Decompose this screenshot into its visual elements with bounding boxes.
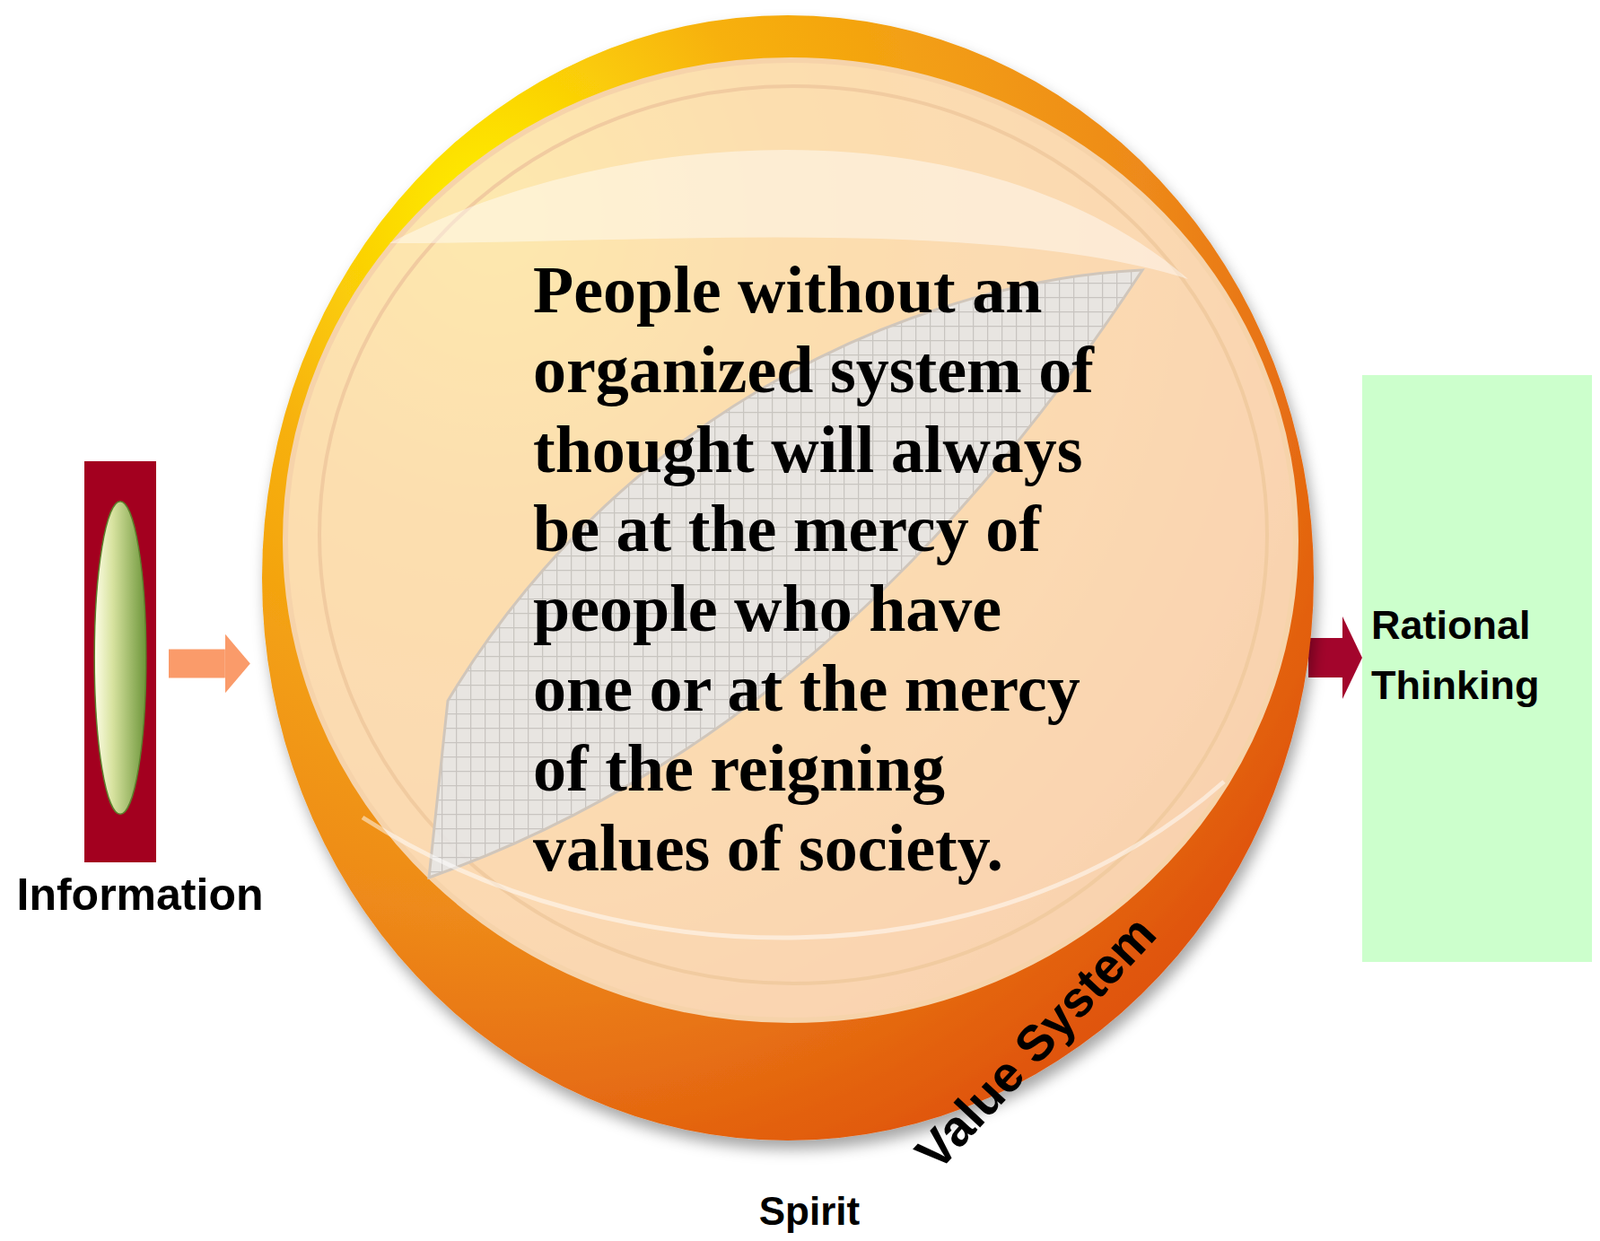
text-holder: Spirit <box>759 1191 860 1232</box>
information-source: Information <box>84 461 157 863</box>
output-panel <box>1362 375 1592 962</box>
value-sphere: People without an organized system of th… <box>254 9 1321 1154</box>
orange-sphere <box>262 15 1314 1141</box>
source-label: Information <box>17 869 264 922</box>
source-pill <box>94 501 147 815</box>
output-box: Rational Thinking <box>1362 375 1592 962</box>
flow-arrow <box>168 649 226 679</box>
flow-arrow <box>1308 638 1343 678</box>
source-panel <box>84 461 157 863</box>
inner-disc <box>285 60 1296 1021</box>
output-label: Rational Thinking <box>1371 595 1587 716</box>
text-holder: People without an organized system of th… <box>533 250 1117 888</box>
inner-ring <box>319 86 1268 984</box>
information-source-outline <box>84 461 157 863</box>
spirit-label: Spirit <box>759 1191 860 1232</box>
quote-text: People without an organized system of th… <box>533 250 1117 888</box>
text-holder: Information <box>17 869 264 922</box>
text-holder: Rational Thinking <box>1371 595 1587 716</box>
